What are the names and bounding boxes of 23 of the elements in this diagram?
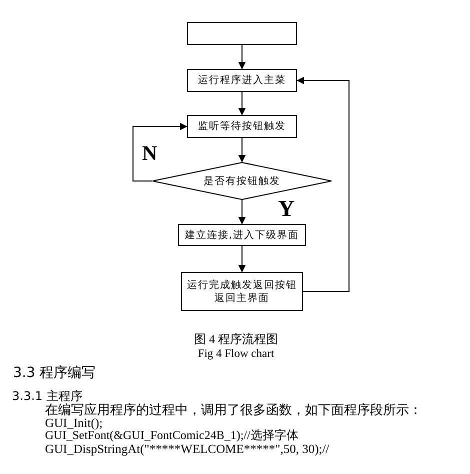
process-box: 建立连接,进入下级界面 [178, 224, 306, 246]
subsection-heading: 3.3.1 主程序 [12, 390, 82, 403]
body-text: 在编写应用程序的过程中，调用了很多函数，如下面程序段所示： [45, 403, 422, 418]
arrow [238, 138, 246, 162]
arrow [296, 76, 350, 292]
arrow [238, 44, 246, 70]
section-heading: 3.3 程序编写 [13, 365, 96, 382]
code-line: GUI_SetFont(&GUI_FontComic24B_1);//选择字体 [45, 429, 298, 443]
process-box: 运行完成触发返回按钮返回主界面 [181, 272, 303, 311]
figure-caption: Fig 4 Flow chart [198, 348, 274, 362]
code-line: GUI_Init(); [45, 416, 103, 430]
code-line: GUI_DispStringAt("*****WELCOME*****",50, 30);// [45, 442, 330, 456]
arrow [238, 200, 246, 224]
process-box: 运行程序进入主菜 [187, 69, 297, 92]
arrow [238, 246, 246, 272]
arrow [238, 92, 246, 116]
arrow [132, 122, 188, 182]
process-box [187, 22, 297, 45]
figure-caption: 图 4 程序流程图 [194, 333, 278, 347]
edge-label: Y [278, 197, 295, 220]
decision-diamond: 是否有按钮触发 [152, 162, 332, 200]
process-box: 监听等待按钮触发 [187, 115, 297, 138]
edge-label: N [142, 143, 158, 164]
